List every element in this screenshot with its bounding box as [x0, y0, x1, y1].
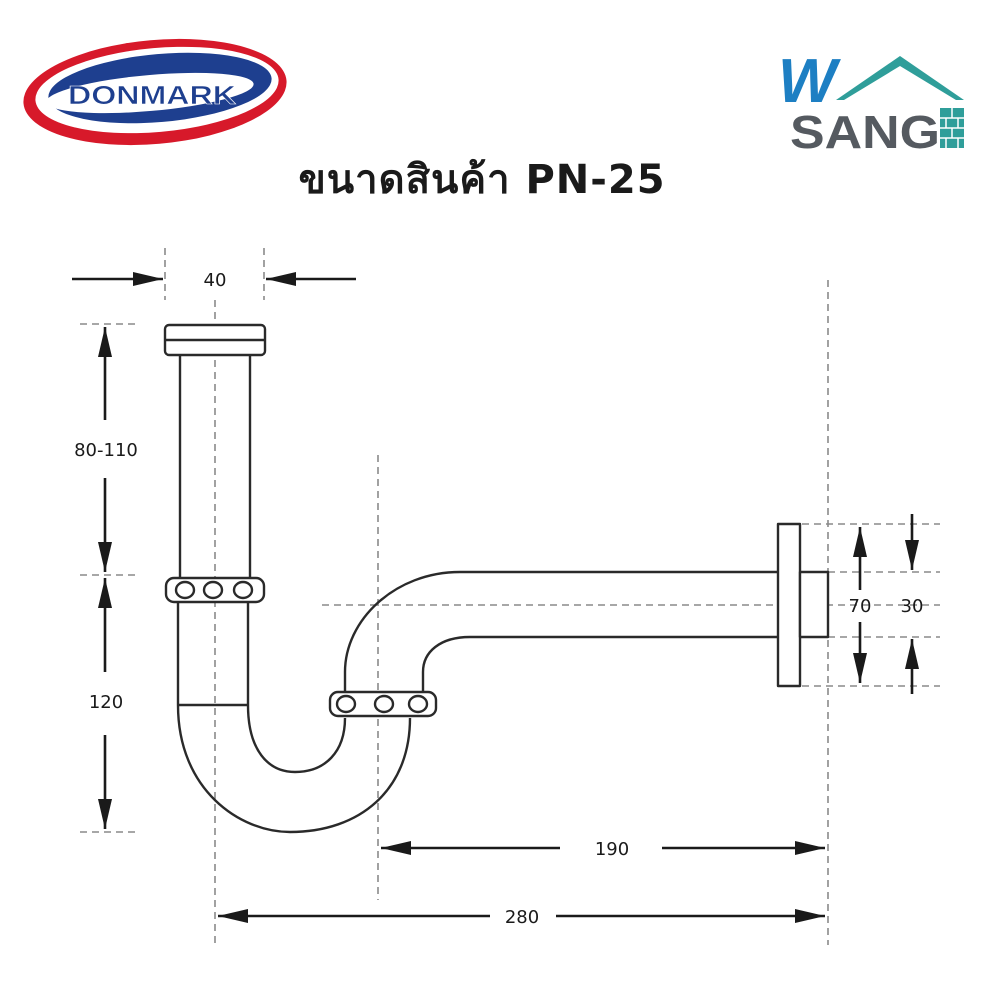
page-title: ขนาดสินค้า PN-25: [298, 157, 666, 203]
pipe-trap-drawing: [163, 323, 830, 834]
house-roof-icon: [836, 56, 964, 100]
donmark-logo-text: DONMARK: [68, 80, 236, 110]
dim-lower-height: 120: [89, 692, 123, 713]
donmark-logo: DONMARK: [23, 38, 287, 146]
dim-outlet-length: 190: [595, 839, 629, 860]
wsang-logo-word: SANG: [790, 106, 940, 158]
dimension-arrows: [72, 272, 919, 923]
dim-top-width: 40: [204, 270, 227, 291]
outlet-stub: [798, 570, 830, 639]
wall-flange: [776, 522, 802, 688]
dim-total-length: 280: [505, 907, 539, 928]
dim-upper-height: 80-110: [74, 440, 138, 461]
dim-outlet-pipe: 30: [901, 596, 924, 617]
wsang-logo: W SANG: [778, 47, 964, 158]
lower-nut: [328, 690, 438, 718]
wsang-logo-w: W: [778, 47, 841, 116]
dim-outlet-flange: 70: [849, 596, 872, 617]
title-box: ขนาดสินค้า PN-25: [232, 140, 732, 218]
dimension-labels: 40 80-110 120 70 30 190 280: [74, 270, 923, 928]
guide-lines: [80, 248, 940, 945]
brick-wall-icon: [940, 108, 964, 148]
